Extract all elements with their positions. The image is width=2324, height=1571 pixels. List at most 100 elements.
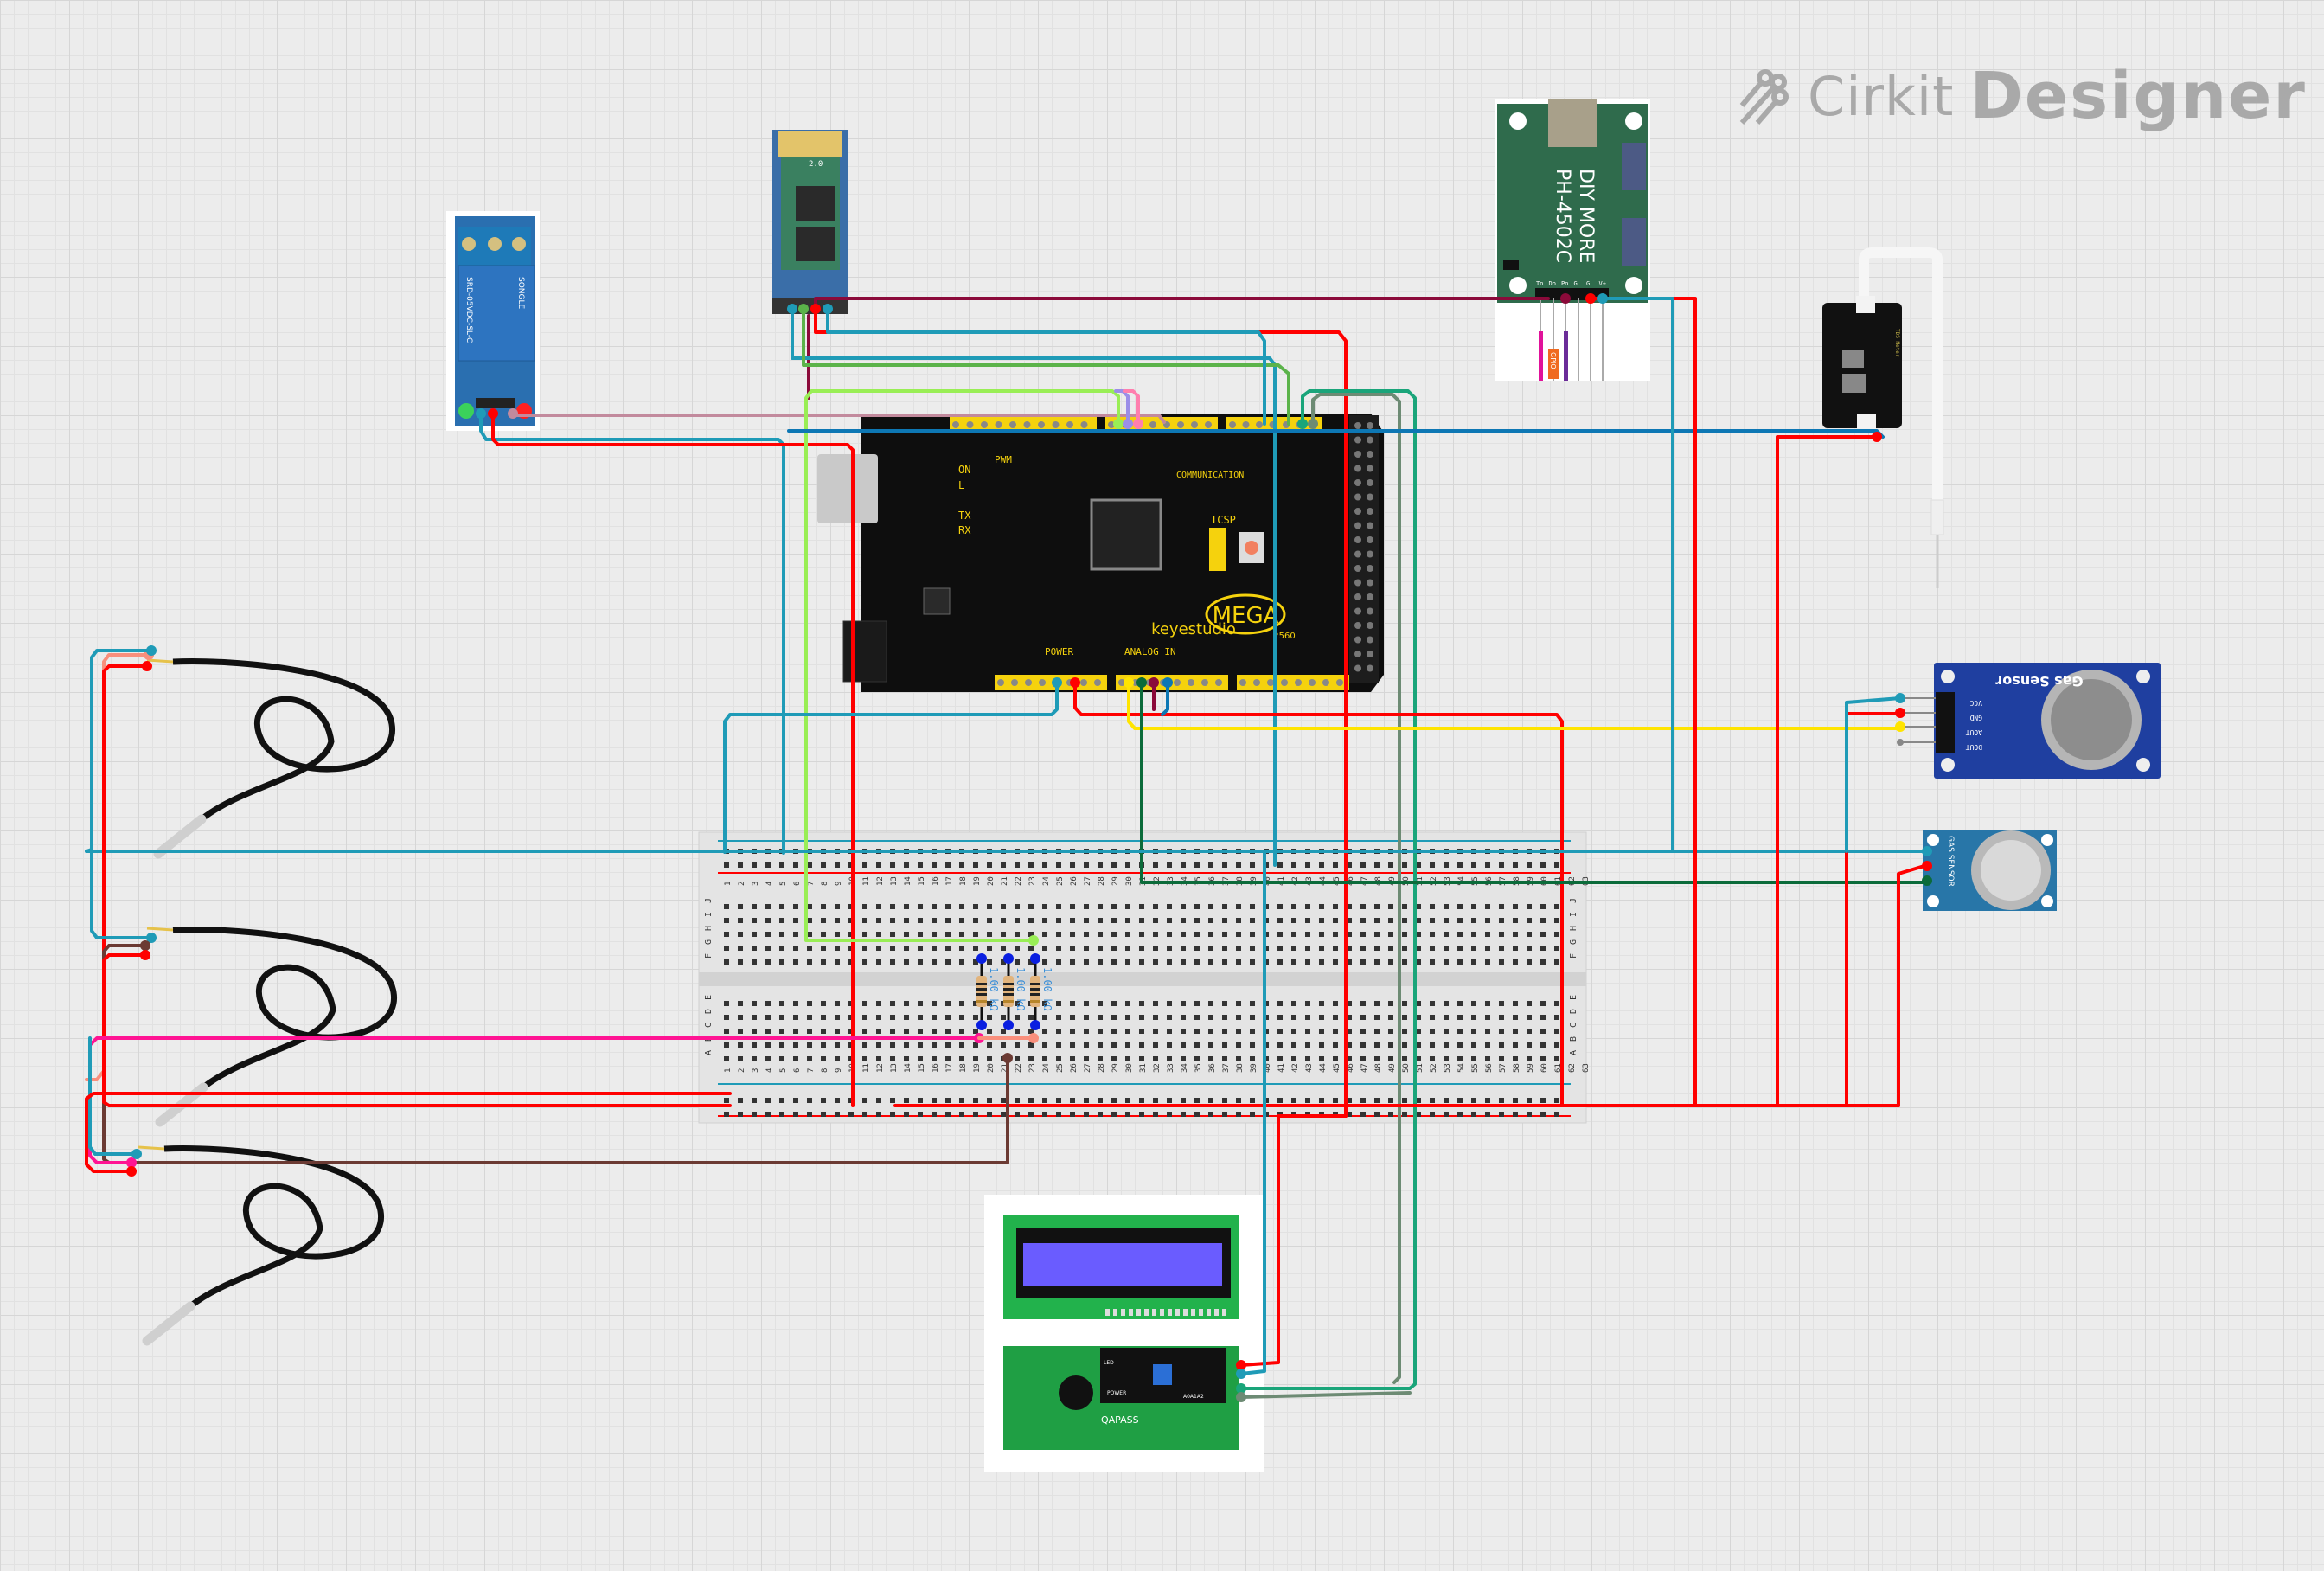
probe1-vcc-wire[interactable] — [85, 649, 153, 853]
header-pin[interactable] — [1367, 436, 1373, 444]
5v-wire[interactable] — [723, 681, 1059, 854]
header-pin[interactable] — [966, 421, 974, 428]
wire-endpoint[interactable] — [488, 408, 498, 419]
header-pin[interactable] — [1354, 508, 1361, 515]
wire-endpoint[interactable] — [146, 645, 157, 656]
header-pin[interactable] — [1295, 679, 1302, 686]
bt-tx-wire[interactable] — [814, 297, 1550, 311]
temperature-probe[interactable] — [146, 658, 395, 859]
header-pin[interactable] — [952, 421, 959, 428]
header-pin[interactable] — [1354, 436, 1361, 444]
header-pin[interactable] — [981, 421, 988, 428]
header-pin[interactable] — [1052, 421, 1060, 428]
resistor-endpoint[interactable] — [976, 1020, 987, 1030]
header-pin[interactable] — [1367, 522, 1373, 529]
lcd-i2c-module[interactable]: QAPASS LED POWER A0A1A2 — [984, 1195, 1264, 1472]
header-pin[interactable] — [1354, 664, 1361, 672]
header-pin[interactable] — [1367, 508, 1373, 515]
header-pin[interactable] — [1239, 679, 1246, 686]
lcd-sda-wire[interactable] — [1239, 389, 1417, 1390]
gas1-vcc-wire[interactable] — [1845, 696, 1902, 853]
header-pin[interactable] — [1354, 579, 1361, 587]
header-pin[interactable] — [1367, 565, 1373, 572]
header-pin[interactable] — [1039, 679, 1046, 686]
header-pin[interactable] — [1367, 664, 1373, 672]
bt-gnd-wire[interactable] — [814, 307, 1348, 1118]
header-pin[interactable] — [1322, 679, 1329, 686]
wire-endpoint[interactable] — [798, 304, 809, 314]
blue-analog-wire[interactable] — [1161, 681, 1169, 716]
header-pin[interactable] — [997, 679, 1004, 686]
wire-endpoint[interactable] — [1028, 1033, 1039, 1043]
header-pin[interactable] — [1267, 679, 1274, 686]
header-pin[interactable] — [1354, 422, 1361, 429]
top-terminal-holes[interactable] — [720, 896, 1564, 965]
header-pin[interactable] — [1011, 679, 1018, 686]
gas2-dout-wire[interactable] — [1140, 681, 1926, 884]
header-pin[interactable] — [1354, 651, 1361, 657]
relay-gnd-wire[interactable] — [491, 414, 855, 1107]
wire-endpoint[interactable] — [823, 304, 833, 314]
bt-vcc-wire[interactable] — [791, 307, 1277, 867]
header-pin[interactable] — [1188, 679, 1194, 686]
header-pin[interactable] — [1177, 421, 1184, 428]
header-pin[interactable] — [1066, 421, 1073, 428]
lcd-gnd-wire[interactable] — [1239, 1114, 1348, 1367]
wire-endpoint[interactable] — [1560, 293, 1571, 304]
wire-endpoint[interactable] — [1149, 677, 1159, 688]
wire-endpoint[interactable] — [140, 940, 150, 951]
resistor-endpoint[interactable] — [1030, 1020, 1040, 1030]
bt-blue-wire[interactable] — [826, 307, 1266, 426]
bt-green-wire[interactable] — [802, 307, 1290, 426]
header-pin[interactable] — [1309, 679, 1316, 686]
probe1-data-wire[interactable] — [85, 653, 150, 1081]
header-pin[interactable] — [1354, 565, 1361, 572]
header-pin[interactable] — [1256, 421, 1263, 428]
header-pin[interactable] — [1367, 622, 1373, 629]
wire-endpoint[interactable] — [508, 408, 518, 419]
wire-endpoint[interactable] — [1872, 432, 1882, 442]
resistor[interactable]: 1.00 kΩ — [976, 953, 1000, 1030]
header-pin[interactable] — [1281, 679, 1288, 686]
wire-endpoint[interactable] — [1297, 419, 1308, 429]
header-pin[interactable] — [1367, 550, 1373, 558]
header-pin[interactable] — [1354, 636, 1361, 644]
header-pin[interactable] — [1242, 421, 1250, 428]
wire-endpoint[interactable] — [140, 950, 150, 960]
header-pin[interactable] — [1367, 451, 1373, 458]
header-pin[interactable] — [1025, 679, 1032, 686]
probe2-data-wire[interactable] — [102, 944, 1009, 1164]
header-pin[interactable] — [1367, 536, 1373, 543]
header-pin[interactable] — [1367, 593, 1373, 600]
header-pin[interactable] — [1354, 522, 1361, 529]
wire-endpoint[interactable] — [1236, 1392, 1246, 1402]
wire-endpoint[interactable] — [131, 1149, 142, 1159]
header-pin[interactable] — [1174, 679, 1181, 686]
contrast-potentiometer[interactable] — [1153, 1364, 1172, 1385]
probe1-gnd-wire[interactable] — [102, 664, 149, 1092]
wire-endpoint[interactable] — [810, 304, 821, 314]
wire-endpoint[interactable] — [1236, 1360, 1246, 1370]
header-pin[interactable] — [1367, 636, 1373, 644]
wire-endpoint[interactable] — [1002, 1053, 1013, 1063]
header-pin[interactable] — [1229, 421, 1236, 428]
wire-endpoint[interactable] — [1028, 935, 1039, 946]
probe3-gnd-wire[interactable] — [85, 1092, 732, 1173]
resistor-endpoint[interactable] — [1030, 953, 1040, 964]
header-pin[interactable] — [1367, 479, 1373, 486]
header-pin[interactable] — [1367, 579, 1373, 587]
resistor-endpoint[interactable] — [1003, 1020, 1014, 1030]
header-pin[interactable] — [1367, 465, 1373, 472]
wire-endpoint[interactable] — [126, 1157, 137, 1168]
resistor-endpoint[interactable] — [1003, 953, 1014, 964]
header-pin[interactable] — [1354, 493, 1361, 501]
wire-endpoint[interactable] — [1113, 419, 1124, 429]
relay-module[interactable]: SRD-05VDC-SL-C SONGLE — [446, 211, 540, 431]
header-pin[interactable] — [1354, 550, 1361, 558]
gnd-wire[interactable] — [1073, 681, 1564, 1107]
wire-endpoint[interactable] — [1922, 846, 1932, 856]
gas1-aout-wire[interactable] — [1127, 681, 1902, 730]
wire-endpoint[interactable] — [1236, 1369, 1246, 1379]
wire-endpoint[interactable] — [1922, 875, 1932, 886]
wire-endpoint[interactable] — [1070, 677, 1080, 688]
